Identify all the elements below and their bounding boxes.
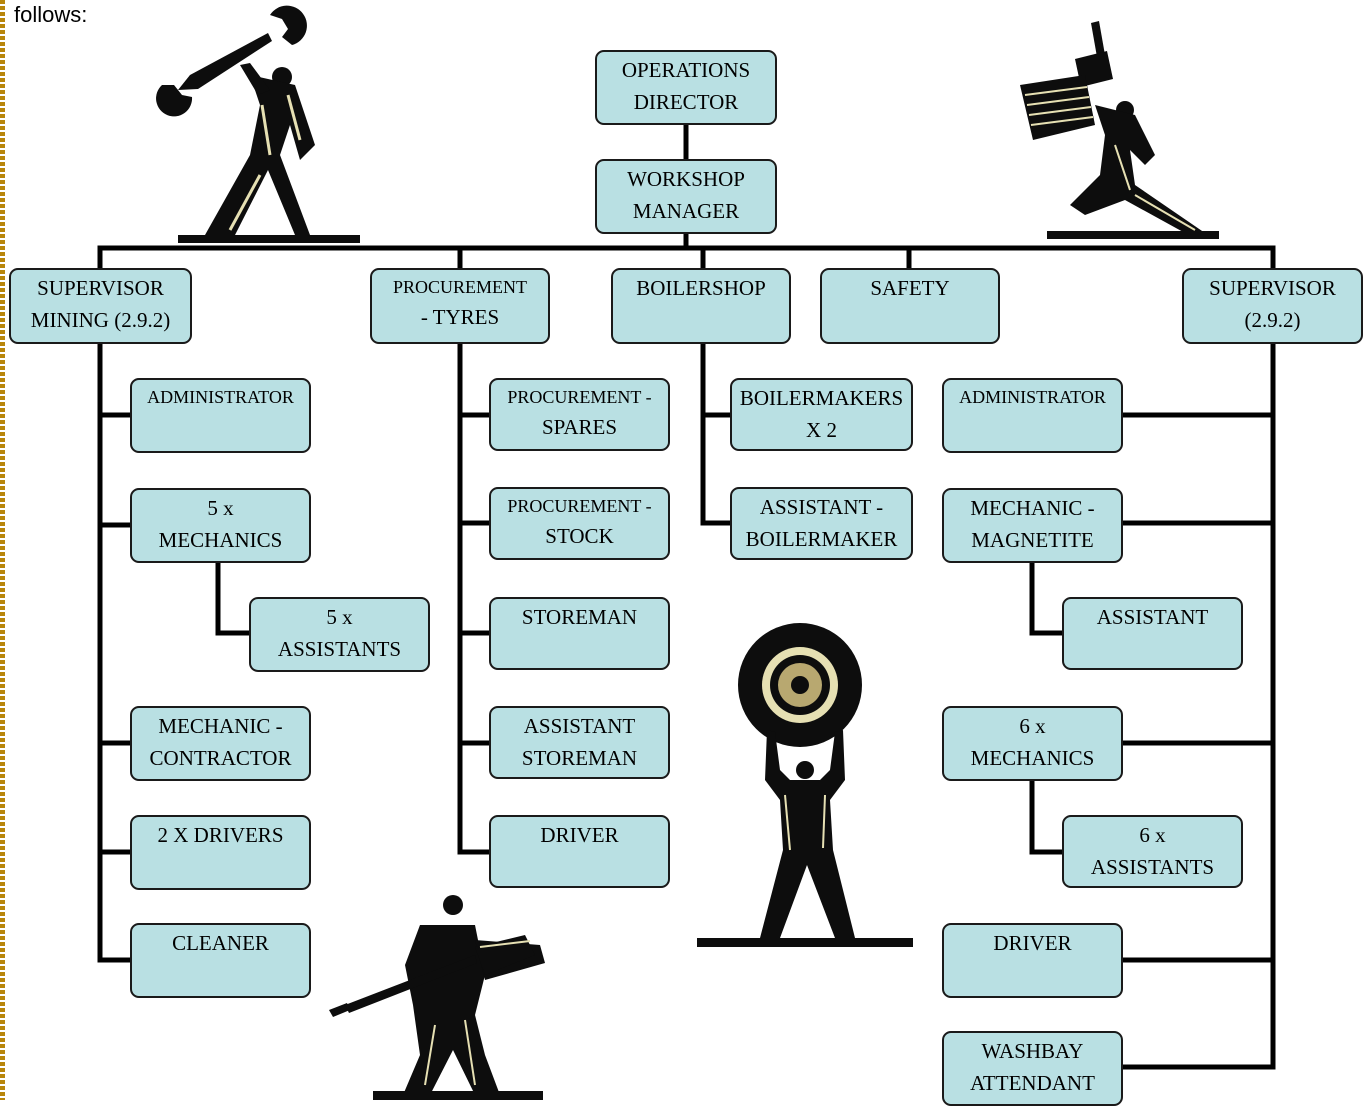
- page-border: [0, 0, 5, 1100]
- org-node-cleaner: CLEANER: [130, 923, 311, 998]
- org-node-procurement-stock: PROCUREMENT -STOCK: [489, 487, 670, 560]
- org-node-administrator-left: ADMINISTRATOR: [130, 378, 311, 453]
- org-node-driver-middle: DRIVER: [489, 815, 670, 888]
- org-node-procurement-spares: PROCUREMENT -SPARES: [489, 378, 670, 451]
- worker-with-wrench-icon: [156, 5, 360, 243]
- org-node-assistant-boilermaker: ASSISTANT -BOILERMAKER: [730, 487, 913, 560]
- org-node-assistant-right: ASSISTANT: [1062, 597, 1243, 670]
- org-node-administrator-right: ADMINISTRATOR: [942, 378, 1123, 453]
- org-node-supervisor-right: SUPERVISOR(2.9.2): [1182, 268, 1363, 344]
- org-node-procurement-tyres: PROCUREMENT- TYRES: [370, 268, 550, 344]
- org-node-mechanic-contractor: MECHANIC -CONTRACTOR: [130, 706, 311, 781]
- org-node-storeman: STOREMAN: [489, 597, 670, 670]
- org-node-safety: SAFETY: [820, 268, 1000, 344]
- org-node-2-drivers: 2 X DRIVERS: [130, 815, 311, 890]
- org-node-boilershop: BOILERSHOP: [611, 268, 791, 344]
- intro-text: follows:: [14, 2, 88, 27]
- worker-with-screwdriver-icon: [329, 895, 545, 1100]
- org-node-mechanic-magnetite: MECHANIC -MAGNETITE: [942, 488, 1123, 563]
- org-node-driver-right: DRIVER: [942, 923, 1123, 998]
- worker-with-spark-plug-icon: [1020, 21, 1219, 239]
- worker-lifting-tyre-icon: [697, 623, 913, 947]
